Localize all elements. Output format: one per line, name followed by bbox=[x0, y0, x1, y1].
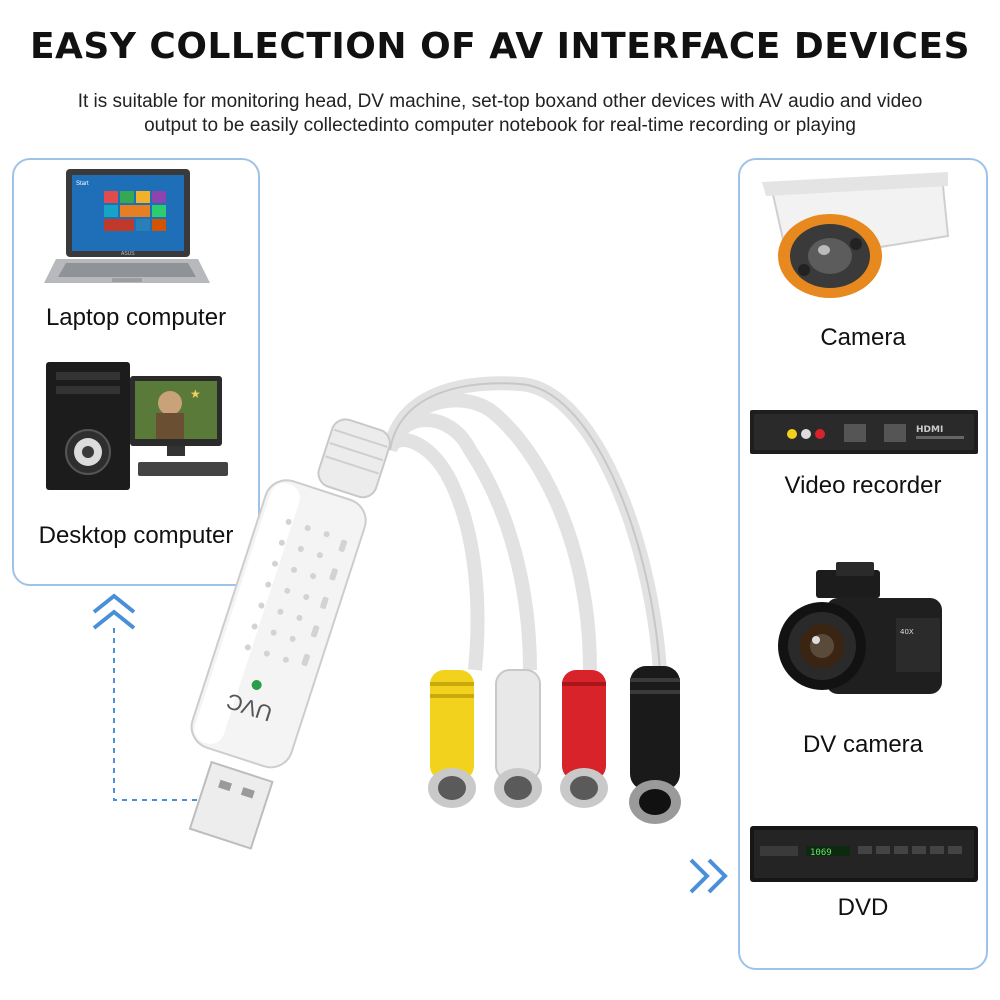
up-arrow-icon bbox=[92, 593, 136, 630]
device-label-dvd: DVD bbox=[837, 894, 889, 921]
dvd-display: 1069 bbox=[810, 848, 832, 858]
white-rca-connector bbox=[494, 669, 542, 808]
device-label-dv-camera: DV camera bbox=[802, 731, 924, 758]
laptop-icon: Start ASUS bbox=[44, 169, 210, 283]
right-arrow-icon bbox=[689, 858, 728, 894]
camcorder-zoom-badge: 40X bbox=[900, 628, 914, 636]
device-label-camera: Camera bbox=[820, 324, 906, 351]
laptop-brand-label: ASUS bbox=[121, 251, 135, 257]
red-rca-connector bbox=[560, 670, 608, 808]
usb-connection-line bbox=[113, 628, 200, 801]
desktop-pc-icon: ★ bbox=[46, 362, 228, 490]
svg-text:Start: Start bbox=[76, 181, 89, 187]
svg-text:★: ★ bbox=[190, 387, 201, 401]
yellow-rca-connector bbox=[428, 670, 476, 808]
hdmi-badge: HDMI bbox=[916, 425, 943, 435]
subtitle-line-2: output to be easily collectedinto comput… bbox=[144, 115, 856, 136]
subtitle-line-1: It is suitable for monitoring head, DV m… bbox=[77, 91, 923, 112]
device-label-desktop: Desktop computer bbox=[38, 522, 234, 549]
video-recorder-icon: HDMI bbox=[750, 410, 978, 454]
cctv-camera-icon bbox=[762, 172, 950, 298]
page-title: EASY COLLECTION OF AV INTERFACE DEVICES bbox=[29, 26, 971, 67]
device-label-video-recorder: Video recorder bbox=[784, 472, 942, 499]
av-capture-adapter: UVC bbox=[188, 376, 681, 850]
black-s-video-connector bbox=[629, 666, 681, 824]
page-subtitle: It is suitable for monitoring head, DV m… bbox=[30, 90, 970, 138]
device-label-laptop: Laptop computer bbox=[45, 304, 227, 331]
dvd-player-icon: 1069 bbox=[750, 826, 978, 882]
camcorder-icon: 40X bbox=[778, 562, 942, 694]
